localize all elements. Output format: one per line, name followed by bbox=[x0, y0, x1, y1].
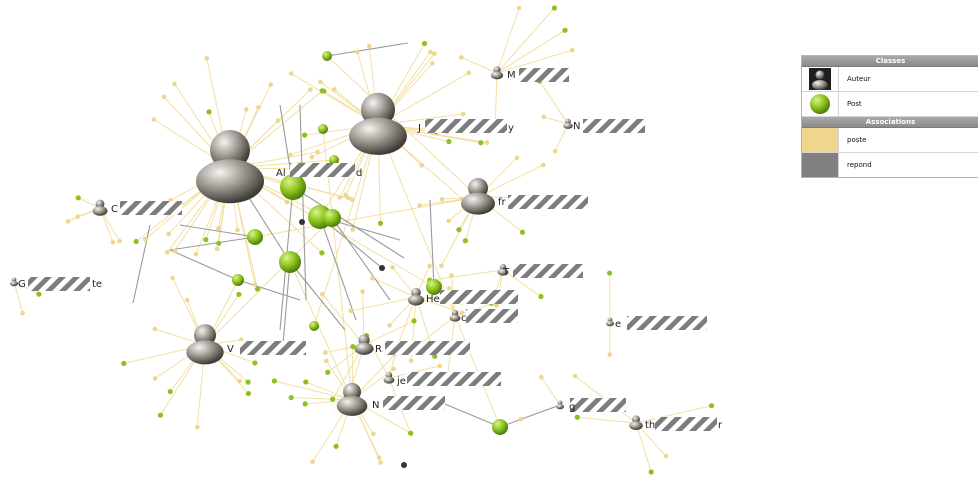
author-label-j-end: y bbox=[508, 123, 514, 134]
author-node bbox=[563, 118, 573, 129]
author-node bbox=[449, 309, 461, 322]
author-node bbox=[92, 199, 108, 216]
author-label-c: C bbox=[111, 204, 118, 215]
post-dot-icon bbox=[802, 92, 839, 116]
author-node bbox=[605, 317, 615, 327]
legend-class-auteur: Auteur bbox=[802, 67, 978, 92]
legend-class-label: Auteur bbox=[847, 75, 871, 83]
legend-association-poste: poste bbox=[802, 128, 978, 153]
legend-class-post: Post bbox=[802, 92, 978, 117]
author-node bbox=[629, 415, 643, 431]
author-label-n2: N bbox=[372, 400, 379, 411]
author-node bbox=[383, 371, 395, 384]
author-label-g-end: te bbox=[92, 279, 102, 290]
author-label-fr: fr bbox=[498, 197, 507, 208]
author-node bbox=[555, 400, 565, 410]
author-label-al-end: d bbox=[356, 168, 362, 179]
poste-swatch bbox=[802, 128, 839, 152]
author-node bbox=[354, 334, 374, 355]
author-label-je: je bbox=[396, 376, 406, 387]
legend-classes-header: Classes bbox=[802, 56, 978, 67]
author-label-t: T bbox=[502, 267, 510, 278]
author-label-r: R bbox=[375, 344, 382, 355]
author-label-c2: c bbox=[461, 313, 467, 324]
person-icon bbox=[802, 67, 839, 91]
author-label-g: G bbox=[18, 279, 26, 290]
repond-swatch bbox=[802, 153, 839, 177]
author-label-th: th bbox=[645, 420, 655, 431]
author-node bbox=[336, 382, 368, 416]
author-node bbox=[401, 462, 407, 468]
author-node bbox=[299, 219, 305, 225]
legend-panel: Classes Auteur Post Associations poste r… bbox=[801, 55, 978, 178]
author-node bbox=[497, 263, 509, 276]
author-label-n1: N bbox=[573, 121, 580, 132]
author-node bbox=[186, 324, 224, 365]
legend-associations-header: Associations bbox=[802, 117, 978, 128]
author-label-j: J bbox=[417, 123, 421, 134]
author-node bbox=[490, 66, 504, 80]
author-label-he: He bbox=[426, 294, 440, 305]
author-label-g2: g bbox=[569, 402, 575, 413]
author-node bbox=[461, 178, 495, 215]
author-label-v: V bbox=[227, 344, 234, 355]
author-node bbox=[349, 92, 407, 155]
redactions bbox=[28, 68, 717, 431]
author-labels: M J y N Al d C fr G te T He c e V R je N… bbox=[18, 70, 723, 431]
author-node bbox=[9, 277, 19, 287]
author-nodes bbox=[9, 66, 643, 468]
author-label-al: Al bbox=[276, 168, 286, 179]
author-label-th-end: r bbox=[718, 420, 723, 431]
post-nodes bbox=[20, 5, 715, 475]
author-label-m: M bbox=[507, 70, 516, 81]
legend-association-label: repond bbox=[847, 161, 872, 169]
legend-class-label: Post bbox=[847, 100, 862, 108]
legend-association-repond: repond bbox=[802, 153, 978, 177]
author-node bbox=[407, 287, 425, 306]
author-label-e: e bbox=[615, 319, 621, 330]
author-node bbox=[379, 265, 385, 271]
legend-association-label: poste bbox=[847, 136, 867, 144]
author-node bbox=[196, 130, 264, 204]
